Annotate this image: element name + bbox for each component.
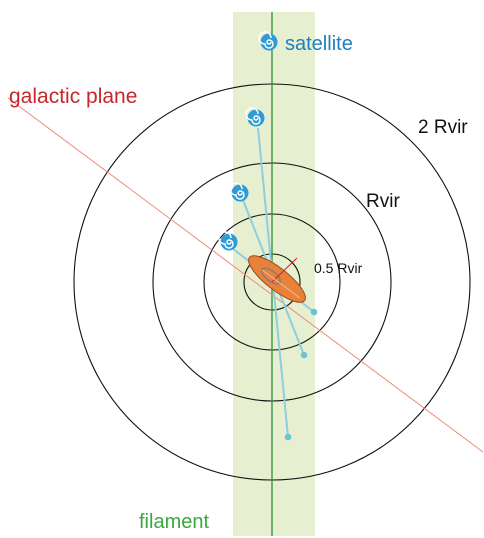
trail-end-3: [310, 308, 318, 316]
disk-spin-axis: [271, 257, 298, 283]
trail-end-1: [284, 433, 292, 441]
filament-label: filament: [139, 511, 209, 533]
trail-end-2: [300, 351, 308, 359]
satellite-label: satellite: [285, 33, 353, 55]
two-rvir-label: 2 Rvir: [418, 117, 468, 138]
half-rvir-label: 0.5 Rvir: [314, 260, 363, 276]
galactic-plane-line: [7, 97, 484, 453]
satellite-icon: [218, 231, 238, 251]
rvir-label: Rvir: [366, 191, 400, 212]
satellite-icon: [245, 107, 265, 127]
satellite-icon: [258, 31, 278, 51]
galactic-plane-label: galactic plane: [9, 85, 137, 108]
satellite-icon: [229, 182, 249, 202]
disk-plane-highlight: [261, 269, 301, 299]
